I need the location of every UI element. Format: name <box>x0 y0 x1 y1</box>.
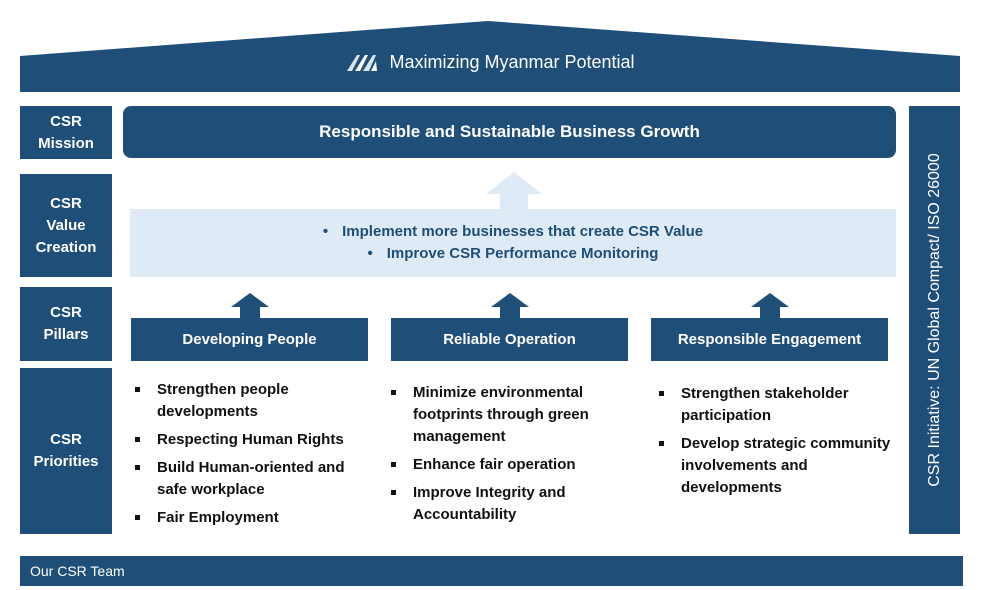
priority-item: Improve Integrity and Accountability <box>387 482 627 526</box>
pillar-responsible-engagement: Responsible Engagement <box>651 318 888 361</box>
arrow-up-reliable-operation <box>491 293 529 319</box>
roof-shape <box>20 21 960 92</box>
company-logo-icon <box>347 55 378 71</box>
label-csr-mission: CSR Mission <box>20 106 112 159</box>
value-item: Improve CSR Performance Monitoring <box>130 243 896 265</box>
csr-initiative-text: CSR Initiative: UN Global Compact/ ISO 2… <box>925 153 943 487</box>
header-title-row: Maximizing Myanmar Potential <box>20 48 960 76</box>
priority-item: Strengthen people developments <box>131 379 371 423</box>
header-title: Maximizing Myanmar Potential <box>389 51 635 72</box>
label-csr-priorities: CSR Priorities <box>20 368 112 534</box>
label-csr-pillars: CSR Pillars <box>20 287 112 361</box>
priorities-developing-people: Strengthen people developments Respectin… <box>131 379 371 535</box>
priority-item: Minimize environmental footprints throug… <box>387 382 627 448</box>
priority-item: Fair Employment <box>131 507 371 529</box>
priority-item: Respecting Human Rights <box>131 429 371 451</box>
footer-bar: Our CSR Team <box>20 556 963 586</box>
arrow-up-responsible-engagement <box>751 293 789 319</box>
arrow-up-developing-people <box>231 293 269 319</box>
priorities-responsible-engagement: Strengthen stakeholder participation Dev… <box>655 383 895 505</box>
pillar-reliable-operation: Reliable Operation <box>391 318 628 361</box>
footer-text: Our CSR Team <box>30 563 125 579</box>
value-item: Implement more businesses that create CS… <box>130 221 896 243</box>
priority-item: Strengthen stakeholder participation <box>655 383 895 427</box>
value-creation-list: Implement more businesses that create CS… <box>130 221 896 265</box>
priority-item: Build Human-oriented and safe workplace <box>131 457 371 501</box>
mission-box: Responsible and Sustainable Business Gro… <box>123 106 896 158</box>
pillar-developing-people: Developing People <box>131 318 368 361</box>
priorities-reliable-operation: Minimize environmental footprints throug… <box>387 382 627 532</box>
csr-initiative-bar: CSR Initiative: UN Global Compact/ ISO 2… <box>909 106 960 534</box>
value-creation-box: Implement more businesses that create CS… <box>130 209 896 277</box>
priority-item: Develop strategic community involvements… <box>655 433 895 499</box>
arrow-up-mission <box>486 172 542 212</box>
label-csr-value-creation: CSR Value Creation <box>20 174 112 277</box>
priority-item: Enhance fair operation <box>387 454 627 476</box>
